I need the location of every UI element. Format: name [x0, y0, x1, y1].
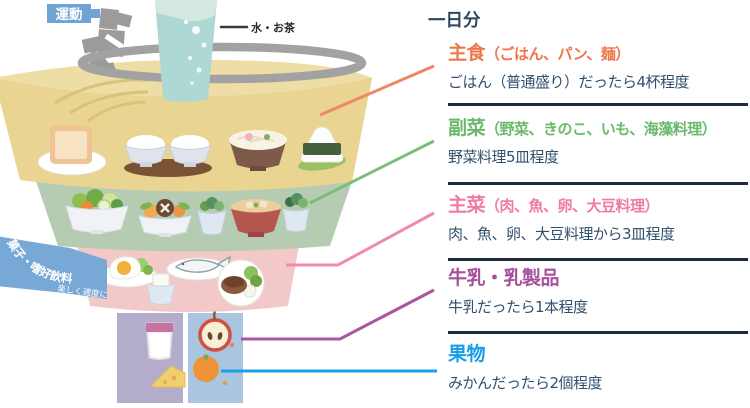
salad-icon [65, 189, 129, 234]
section-description: 牛乳だったら1本程度 [448, 297, 588, 316]
mandarin-icon [193, 354, 227, 385]
section-shusai: 主菜（肉、魚、卵、大豆料理） 肉、魚、卵、大豆料理から3皿程度 [448, 194, 748, 243]
section-heading-sub: （ごはん、パン、麺） [485, 45, 630, 63]
rice-bowls-icon [124, 135, 212, 177]
milk-icon [145, 322, 174, 360]
simmered-vegetables-icon [138, 199, 192, 237]
exercise-label-text: 運動 [56, 6, 83, 23]
onigiri-icon [298, 126, 346, 171]
section-description: みかんだったら2個程度 [448, 373, 603, 392]
toast-icon [37, 126, 107, 176]
section-heading-sub: （肉、魚、卵、大豆料理） [485, 197, 660, 215]
meat-dish-icon [217, 259, 265, 307]
water-glass-icon [155, 0, 217, 102]
section-description: ごはん（普通盛り）だったら4杯程度 [448, 72, 690, 91]
section-divider [448, 182, 748, 185]
cheese-icon [151, 365, 186, 388]
section-heading-sub: （野菜、きのこ、いも、海藻料理） [485, 120, 717, 138]
section-heading: 副菜 [448, 117, 486, 139]
section-heading: 果物 [448, 343, 486, 365]
section-fruit: 果物 みかんだったら2個程度 [448, 343, 748, 392]
section-heading: 主菜 [448, 194, 486, 216]
section-divider [448, 258, 748, 261]
connector-shushoku-line [319, 64, 435, 117]
udon-icon [229, 130, 287, 171]
section-description: 野菜料理5皿程度 [448, 147, 559, 166]
greens-dish-icon [197, 197, 227, 235]
section-heading: 主食 [448, 42, 486, 64]
section-divider [448, 103, 748, 106]
miso-soup-icon [231, 199, 281, 237]
spinning-ring-icon [77, 42, 367, 84]
section-fukusai: 副菜（野菜、きのこ、いも、海藻料理） 野菜料理5皿程度 [448, 117, 748, 166]
exercise-label: 運動 [47, 4, 100, 23]
section-description: 肉、魚、卵、大豆料理から3皿程度 [448, 224, 675, 243]
tofu-icon [146, 273, 176, 305]
section-shushoku: 主食（ごはん、パン、麺） ごはん（普通盛り）だったら4杯程度 [448, 42, 748, 91]
section-heading: 牛乳・乳製品 [448, 267, 560, 289]
connector-milk-line [241, 288, 435, 341]
fried-egg-icon [98, 256, 158, 288]
connector-shusai-line [286, 211, 435, 267]
water-label: 水・お茶 [251, 21, 296, 35]
day-amount-label: 一日分 [428, 11, 481, 31]
section-divider [448, 331, 748, 334]
spinach-dish-icon [282, 193, 310, 232]
connector-fukusai-line [309, 139, 435, 205]
section-milk: 牛乳・乳製品 牛乳だったら1本程度 [448, 267, 748, 316]
